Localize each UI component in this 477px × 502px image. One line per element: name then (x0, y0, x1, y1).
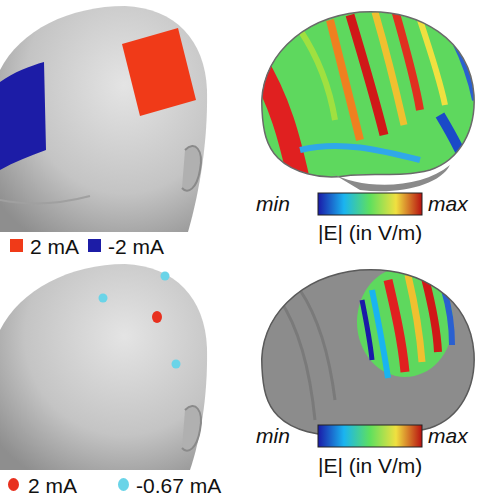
scale-max: max (428, 192, 468, 216)
head-model (0, 264, 207, 470)
scale-max: max (428, 424, 468, 448)
brain-field-map (255, 262, 477, 442)
head-model (0, 6, 207, 232)
legend-swatch (88, 239, 101, 252)
scale-unit: |E| (in V/m) (318, 221, 422, 245)
scale-unit: |E| (in V/m) (318, 454, 422, 478)
legend-swatch (10, 239, 23, 252)
legend-swatch (118, 478, 129, 491)
color-bar (318, 193, 422, 215)
legend-swatch (8, 478, 19, 491)
brain-field-map (255, 5, 477, 191)
legend-text: -2 mA (108, 235, 164, 259)
scale-min: min (256, 192, 290, 216)
legend-text: 2 mA (30, 235, 79, 259)
color-bar (318, 425, 422, 447)
scale-min: min (256, 424, 290, 448)
legend-text: 2 mA (28, 474, 77, 498)
legend-text: -0.67 mA (136, 474, 221, 498)
